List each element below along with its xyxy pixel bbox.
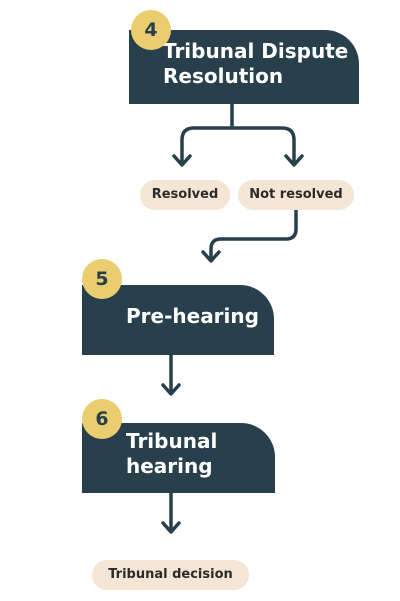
arrowhead-not-resolved (284, 154, 304, 167)
step-box-pre-hearing: Pre-hearing (82, 285, 274, 355)
split-connector (180, 102, 296, 165)
step-label-line: Tribunal Dispute (163, 39, 349, 63)
step-number-badge: 6 (82, 399, 122, 439)
not-resolved-connector (209, 208, 298, 260)
arrowhead-to-pre-hearing (201, 250, 221, 263)
step-number-badge: 4 (131, 10, 171, 50)
step-number-badge: 5 (82, 259, 122, 299)
step-label-line: Pre-hearing (126, 304, 259, 328)
arrowhead-to-hearing (161, 383, 181, 396)
step-label-line: Resolution (163, 64, 284, 88)
outcome-not-resolved: Not resolved (238, 180, 354, 210)
step-label-line: hearing (126, 454, 213, 478)
step-label-line: Tribunal (126, 429, 218, 453)
outcome-resolved: Resolved (140, 180, 230, 210)
outcome-tribunal-decision: Tribunal decision (92, 560, 249, 590)
arrowhead-resolved (172, 154, 192, 167)
arrowhead-to-decision (161, 521, 181, 534)
step-box-tribunal-dispute-resolution: Tribunal Dispute Resolution (129, 30, 359, 104)
